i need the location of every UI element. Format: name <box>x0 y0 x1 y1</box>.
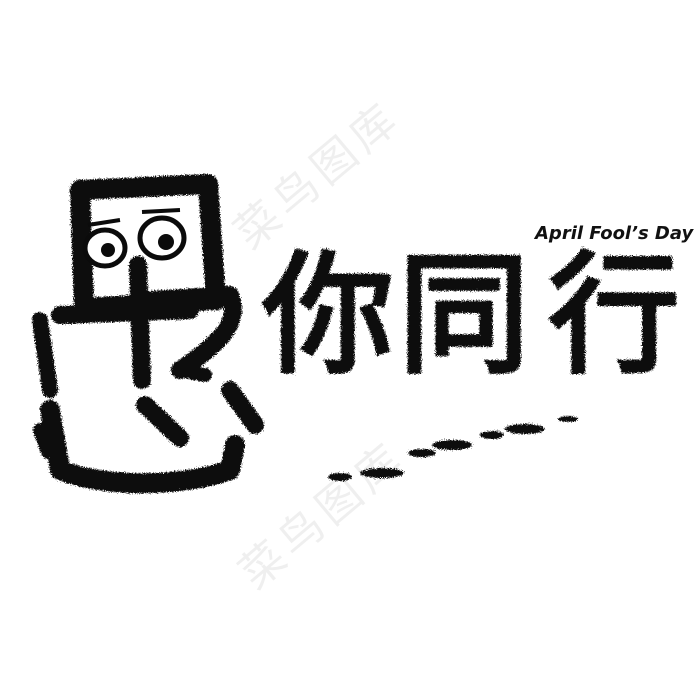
title-char-yu: 愚 <box>32 174 264 494</box>
footprints-icon <box>328 416 578 481</box>
title-char-ni: 你 <box>262 239 394 393</box>
subtitle-april-fools-day: April Fool’s Day <box>535 223 694 244</box>
cartoon-eyes-icon <box>82 208 187 269</box>
title-char-xing: 行 <box>548 239 680 393</box>
title-char-tong: 同 <box>398 239 530 393</box>
